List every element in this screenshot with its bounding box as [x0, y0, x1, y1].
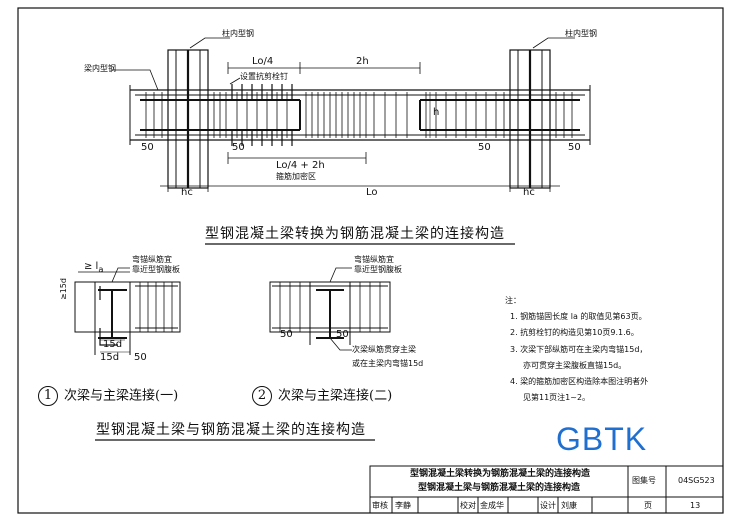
note-3b: 亦可贯穿主梁腹板直锚15d。: [523, 361, 627, 370]
reviewer-name: 李静: [395, 501, 411, 510]
note-4a: 4. 梁的箍筋加密区构造除本图注明者外: [510, 377, 649, 386]
label-detail1-note-b: 靠近型钢腹板: [132, 265, 180, 274]
label-column-steel-left: 柱内型钢: [222, 29, 254, 38]
dim-lo: Lo: [366, 187, 378, 198]
detail-1-section: [74, 267, 181, 355]
dim-h: h: [433, 107, 440, 118]
label-dense-zone: 箍筋加密区: [276, 172, 316, 181]
notes-heading: 注：: [505, 296, 521, 305]
dim-50-detail2-a: 50: [280, 329, 293, 340]
label-detail1-note-a: 弯锚纵筋宜: [132, 255, 172, 264]
review-label: 审核: [372, 501, 388, 510]
note-4b: 见第11页注1~2。: [523, 393, 591, 402]
checker-name: 金成华: [480, 501, 504, 510]
dim-ge15d: ≥15d: [59, 278, 68, 300]
note-2: 2. 抗剪栓钉的构造见第10页9.1.6。: [510, 328, 639, 337]
label-detail2-note-b: 靠近型钢腹板: [354, 265, 402, 274]
dim-50-right2: 50: [568, 142, 581, 153]
dim-50-detail1: 50: [134, 352, 147, 363]
title-2: 型钢混凝土梁与钢筋混凝土梁的连接构造: [96, 422, 366, 438]
label-detail2-note-a: 弯锚纵筋宜: [354, 255, 394, 264]
dim-lo4: Lo/4: [252, 56, 274, 67]
atlas-no-label: 图集号: [632, 476, 656, 485]
dim-50-detail2-b: 50: [336, 329, 349, 340]
note-1: 1. 钢筋锚固长度 la 的取值见第63页。: [510, 312, 647, 321]
beam-elevation: [112, 37, 591, 192]
detail-2-section: [269, 267, 391, 351]
detail-2-number: 2: [252, 386, 272, 406]
title-block-line-1: 型钢混凝土梁转换为钢筋混凝土梁的连接构造: [410, 469, 591, 479]
dim-15d-b: 15d: [100, 352, 120, 363]
design-label: 设计: [540, 501, 556, 510]
label-shear-stud: 设置抗剪栓钉: [240, 72, 288, 81]
designer-name: 刘康: [561, 501, 577, 510]
dim-lo4-2h: Lo/4 + 2h: [276, 160, 325, 171]
note-3a: 3. 次梁下部纵筋可在主梁内弯锚15d，: [510, 345, 648, 354]
atlas-no: 04SG523: [678, 476, 715, 485]
title-1: 型钢混凝土梁转换为钢筋混凝土梁的连接构造: [205, 226, 505, 242]
page-label: 页: [644, 501, 652, 510]
dim-50-left: 50: [141, 142, 154, 153]
label-detail2-note-d: 或在主梁内弯锚15d: [352, 359, 424, 368]
label-column-steel-right: 柱内型钢: [565, 29, 597, 38]
label-beam-steel: 梁内型钢: [84, 64, 116, 73]
title-block-lines: [369, 465, 724, 514]
watermark: GBTK: [556, 421, 648, 457]
dim-50-mid: 50: [232, 142, 245, 153]
dim-ge-la: ≥ la: [84, 261, 104, 274]
label-detail2-note-c: 次梁纵筋贯穿主梁: [352, 345, 416, 354]
dim-15d-a: 15d: [103, 339, 123, 350]
dim-2h: 2h: [356, 56, 369, 67]
check-label: 校对: [460, 501, 476, 510]
dim-50-right: 50: [478, 142, 491, 153]
title-block-line-2: 型钢混凝土梁与钢筋混凝土梁的连接构造: [418, 483, 581, 493]
detail-1-number: 1: [38, 386, 58, 406]
dim-hc-left: hc: [181, 187, 193, 198]
page-number: 13: [690, 501, 701, 510]
dim-hc-right: hc: [523, 187, 535, 198]
